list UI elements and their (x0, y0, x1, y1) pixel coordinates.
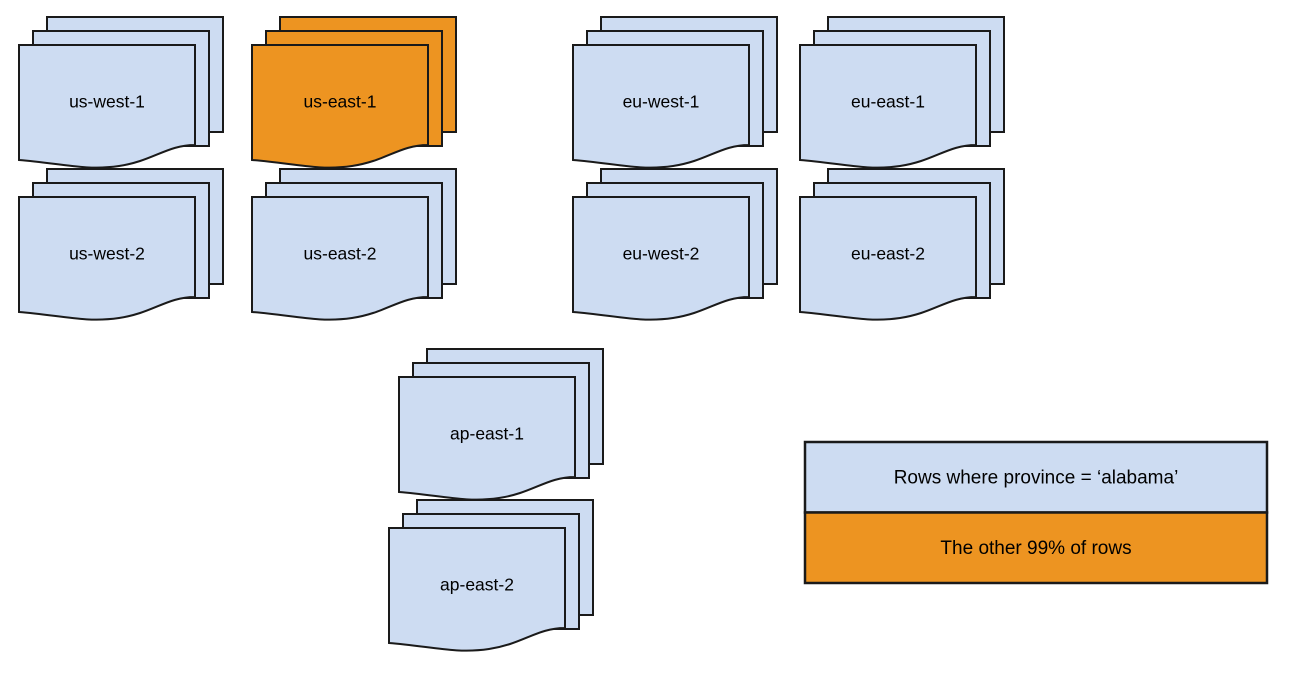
region-stack-label: ap-east-1 (450, 424, 524, 444)
region-stack-eu-east-1[interactable]: eu-east-1 (799, 16, 1005, 169)
region-stack-label: us-west-2 (69, 244, 145, 264)
region-stack-label: ap-east-2 (440, 575, 514, 595)
legend-label: Rows where province = ‘alabama’ (894, 467, 1179, 488)
region-stack-eu-west-1[interactable]: eu-west-1 (572, 16, 778, 169)
region-stacks-layer: us-west-1 us-east-1 eu-west-1 eu-east-1 us-w… (18, 16, 1005, 652)
region-stack-eu-west-2[interactable]: eu-west-2 (572, 168, 778, 321)
region-stack-label: eu-east-2 (851, 244, 925, 264)
region-stack-ap-east-2[interactable]: ap-east-2 (388, 499, 594, 652)
region-stack-label: eu-east-1 (851, 92, 925, 112)
legend-row-other: The other 99% of rows (803, 511, 1269, 585)
region-stack-ap-east-1[interactable]: ap-east-1 (398, 348, 604, 501)
region-stack-label: eu-west-2 (623, 244, 700, 264)
region-stack-us-west-1[interactable]: us-west-1 (18, 16, 224, 169)
region-stack-us-west-2[interactable]: us-west-2 (18, 168, 224, 321)
legend-label: The other 99% of rows (940, 538, 1131, 559)
region-stack-label: us-west-1 (69, 92, 145, 112)
legend: Rows where province = ‘alabama’ The other… (803, 440, 1269, 585)
region-stack-label: us-east-2 (304, 244, 377, 264)
region-stack-us-east-2[interactable]: us-east-2 (251, 168, 457, 321)
legend-row-matching: Rows where province = ‘alabama’ (803, 440, 1269, 514)
legend-swatch (803, 511, 1269, 585)
region-stack-label: eu-west-1 (623, 92, 700, 112)
region-stack-us-east-1[interactable]: us-east-1 (251, 16, 457, 169)
legend-swatch (803, 440, 1269, 514)
region-stack-label: us-east-1 (304, 92, 377, 112)
region-stack-eu-east-2[interactable]: eu-east-2 (799, 168, 1005, 321)
